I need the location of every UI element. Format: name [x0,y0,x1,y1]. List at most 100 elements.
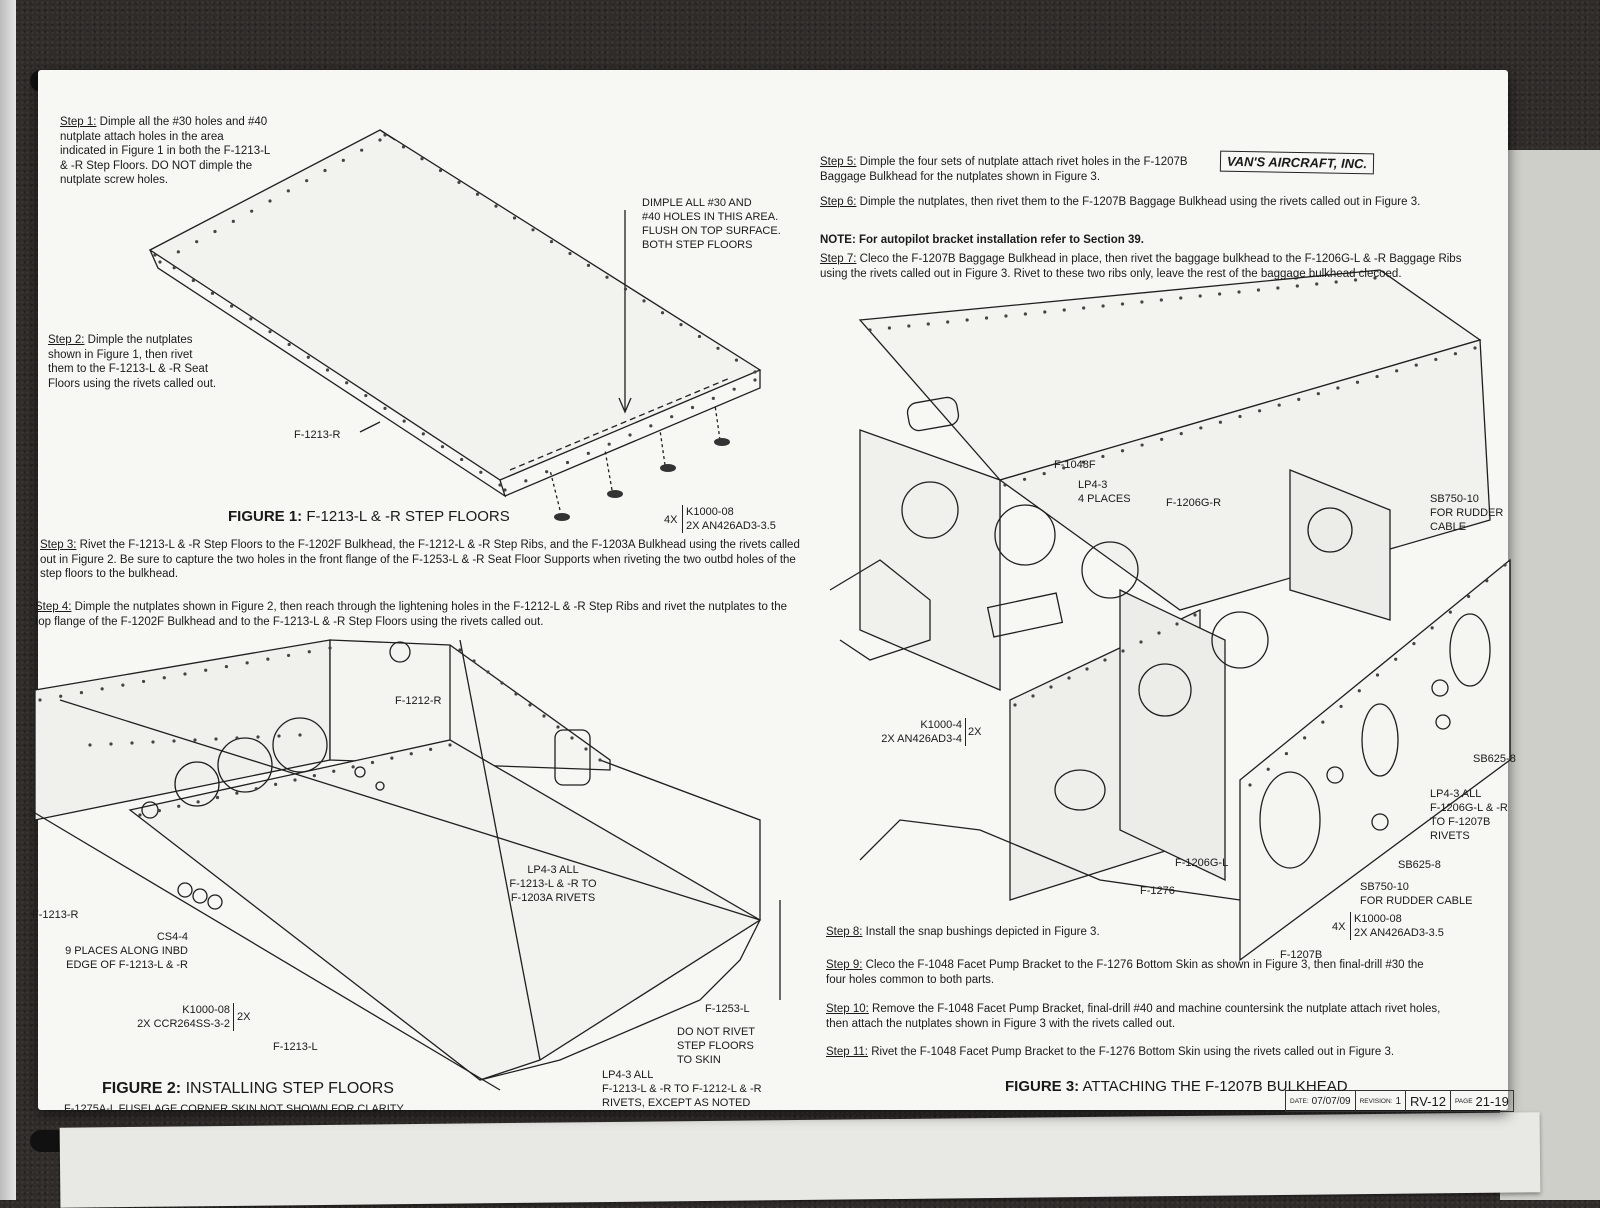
rivet-hole [716,346,720,350]
rivet-hole [1218,420,1223,424]
fig1-nutplate: K1000-08 2X AN426AD3-3.5 [682,505,776,533]
fig2-support: F-1253-L [705,1003,750,1015]
rivet-hole [364,393,368,398]
rivet-hole [1081,460,1085,464]
rivet-hole [1336,386,1340,390]
fig2-nutplate: K1000-08 2X CCR264SS-3-2 [115,1003,234,1031]
rivet-hole [172,266,176,270]
step-11: Step 11: Rivet the F-1048 Facet Pump Bra… [826,1046,1395,1058]
rivet-hole [162,676,166,680]
rivet-hole [649,424,653,428]
rivet-hole [210,291,215,295]
rivet-hole [460,457,464,462]
rivet-hole [370,760,375,765]
rivet-hole [1373,276,1377,280]
rivet-hole [287,342,291,347]
rivet-hole [1042,471,1046,476]
rivet-hole [1031,694,1035,698]
rivet-hole [312,774,316,778]
rivet-hole [214,737,218,741]
rivet-hole [1062,466,1066,470]
rivet-hole [215,795,220,800]
rivet-hole [341,158,345,162]
figure1-title: FIGURE 1: F-1213-L & -R STEP FLOORS [228,508,510,525]
rivet-hole [298,733,302,737]
fig3-qty-bot: 4X [1332,921,1346,933]
rivet-hole [598,758,602,762]
model-cell: RV-12 [1406,1091,1451,1111]
step-2: Step 2: Dimple the nutplates shown in Fi… [48,334,217,390]
binder-edge [0,0,16,1200]
rivet-hole [1276,286,1280,290]
rivet-hole [109,742,113,746]
rivet-hole [549,240,554,244]
fig2-lp-a: LP4-3 ALL F-1213-L & -R TO F-1203A RIVET… [509,864,597,904]
rivet-hole [266,657,270,661]
fig1-part-floor: F-1213-R [294,429,341,441]
step-6: Step 6: Dimple the nutplates, then rivet… [820,196,1421,208]
rivet-hole [1062,308,1066,312]
rivet-hole [1120,302,1125,306]
rivet-hole [286,189,290,193]
rivet-hole [293,778,297,782]
rivet-hole [690,405,695,410]
rivet-hole [409,752,413,756]
figure2-assembly [29,639,781,1091]
rivet-hole [1199,426,1203,430]
rivet-hole [323,168,327,173]
rivet-hole [1256,288,1261,292]
rivet-hole [254,787,258,791]
rivet-hole [512,216,517,220]
figure3-assembly [829,269,1511,962]
rivet-hole [1303,736,1307,740]
rivet-hole [1013,703,1017,707]
rivet-hole [628,433,632,437]
rivet-hole [402,419,406,423]
adjacent-page [1500,150,1600,1200]
rivet-hole [565,460,570,465]
rivet-holes [38,133,1507,817]
rivet-hole [679,323,683,327]
rivet-hole [274,782,278,786]
rivet-hole [1315,282,1319,286]
rivet-hole [1375,673,1380,677]
rivet-hole [448,743,452,747]
rivet-hole [59,694,63,698]
rivet-hole [1237,290,1241,294]
rivet-hole [256,735,260,739]
rivet-hole [498,483,502,487]
rivet-hole [1023,312,1027,316]
rivet-hole [268,199,272,203]
fig3-sb750-top: SB750-10 FOR RUDDER CABLE [1430,493,1504,533]
rivet-hole [1503,563,1507,567]
rivet-hole [514,692,518,696]
date-cell: DATE:07/07/09 [1286,1091,1356,1111]
figure1-panel [148,129,762,511]
rivet-hole [1003,483,1007,487]
revision-cell: REVISION:1 [1356,1091,1407,1111]
fig2-qty: 2X [237,1011,251,1023]
rivet-hole [1101,454,1105,459]
rivet-hole [605,275,609,279]
fig3-nut-left: K1000-4 2X AN426AD3-4 [872,718,966,746]
rivet-hole [378,138,382,142]
rivet-hole [79,690,84,695]
step-10: Step 10: Remove the F-1048 Facet Pump Br… [826,1003,1441,1030]
rivet-hole [568,251,572,256]
rivet-hole [946,320,950,324]
rivet-hole [231,219,235,223]
rivet-hole [1414,363,1418,367]
rivet-hole [38,698,42,702]
rivet-hole [1448,610,1452,614]
rivet-hole [868,328,872,332]
rivet-hole [245,661,249,665]
rivet-hole [457,180,461,184]
rivet-hole [1198,294,1202,298]
rivet-hole [421,432,425,436]
rivet-hole [420,157,424,161]
rivet-hole [191,278,195,283]
rivet-hole [732,387,736,391]
rivet-hole [1067,676,1071,680]
